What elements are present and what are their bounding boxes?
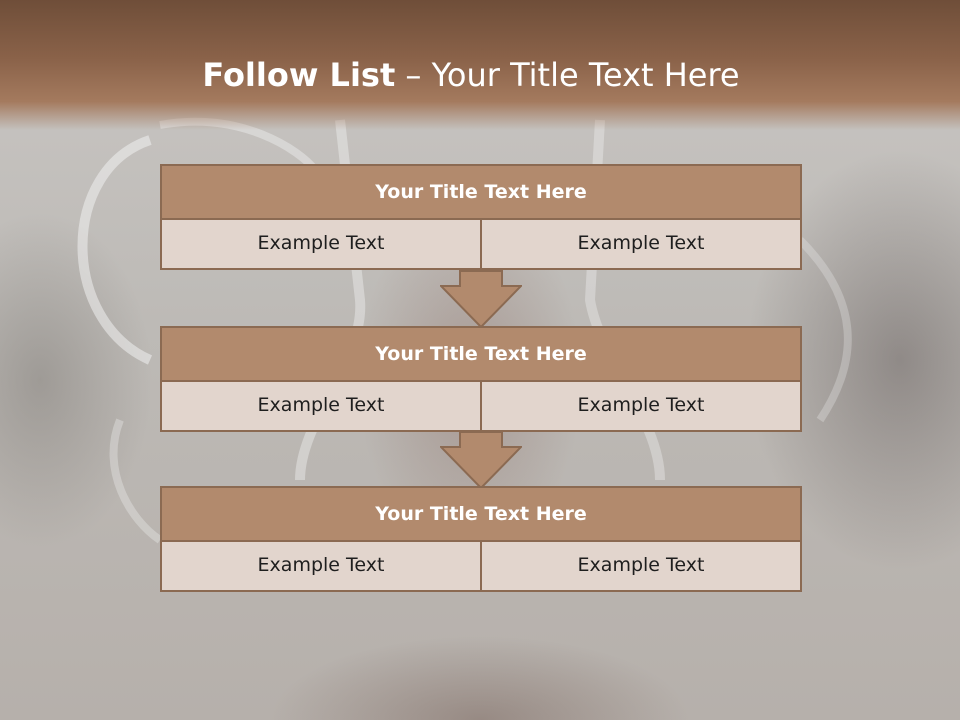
slide-title: Follow List – Your Title Text Here xyxy=(0,52,942,98)
down-arrow-icon xyxy=(440,431,522,489)
list-block-1: Your Title Text Here Example Text Exampl… xyxy=(160,164,802,270)
slide-title-separator: – xyxy=(405,56,422,94)
header-band xyxy=(0,0,960,130)
block-row: Example Text Example Text xyxy=(160,542,802,592)
list-block-2: Your Title Text Here Example Text Exampl… xyxy=(160,326,802,432)
slide-title-bold: Follow List xyxy=(202,56,396,94)
list-block-3: Your Title Text Here Example Text Exampl… xyxy=(160,486,802,592)
slide-title-rest: Your Title Text Here xyxy=(431,56,740,94)
block-cell-left: Example Text xyxy=(257,232,385,254)
block-cell-left: Example Text xyxy=(257,554,385,576)
block-title: Your Title Text Here xyxy=(160,486,802,542)
block-cell-right: Example Text xyxy=(480,382,800,430)
block-cell-left: Example Text xyxy=(257,394,385,416)
block-cell-right: Example Text xyxy=(480,542,800,590)
block-cell-right: Example Text xyxy=(480,220,800,268)
block-title: Your Title Text Here xyxy=(160,164,802,220)
block-row: Example Text Example Text xyxy=(160,220,802,270)
down-arrow-icon xyxy=(440,270,522,328)
block-row: Example Text Example Text xyxy=(160,382,802,432)
block-title: Your Title Text Here xyxy=(160,326,802,382)
